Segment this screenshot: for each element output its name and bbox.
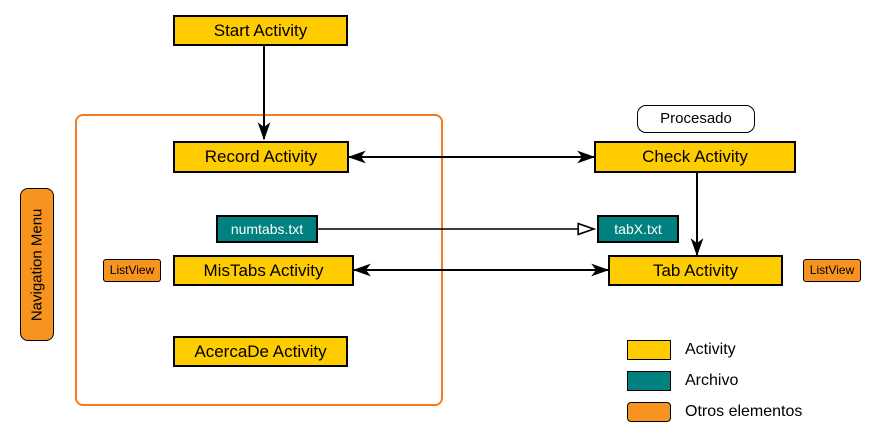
teal-square-icon [627, 371, 671, 391]
node-check-activity[interactable]: Check Activity [594, 141, 796, 173]
navigation-menu-panel[interactable]: Navigation Menu [20, 188, 54, 341]
legend-row: Activity [627, 340, 736, 360]
node-tabx-file[interactable]: tabX.txt [597, 215, 679, 243]
node-acercade-activity[interactable]: AcercaDe Activity [173, 336, 348, 367]
legend: Activity Archivo Otros elementos [627, 340, 857, 430]
legend-row: Otros elementos [627, 402, 802, 422]
node-tab-activity[interactable]: Tab Activity [608, 255, 783, 286]
navigation-group-container [75, 114, 443, 406]
node-record-activity[interactable]: Record Activity [173, 141, 349, 173]
badge-listview-left: ListView [103, 259, 161, 282]
orange-rounded-square-icon [627, 402, 671, 422]
note-procesado: Procesado [637, 105, 755, 133]
badge-listview-right: ListView [803, 259, 861, 282]
legend-item-label: Otros elementos [685, 403, 803, 420]
legend-row: Archivo [627, 371, 738, 391]
legend-item-label: Activity [685, 341, 736, 358]
navigation-menu-label: Navigation Menu [28, 208, 46, 321]
node-mistabs-activity[interactable]: MisTabs Activity [173, 255, 354, 286]
node-start-activity[interactable]: Start Activity [173, 15, 348, 46]
legend-item-label: Archivo [685, 372, 739, 389]
node-numtabs-file[interactable]: numtabs.txt [216, 215, 318, 243]
yellow-square-icon [627, 340, 671, 360]
